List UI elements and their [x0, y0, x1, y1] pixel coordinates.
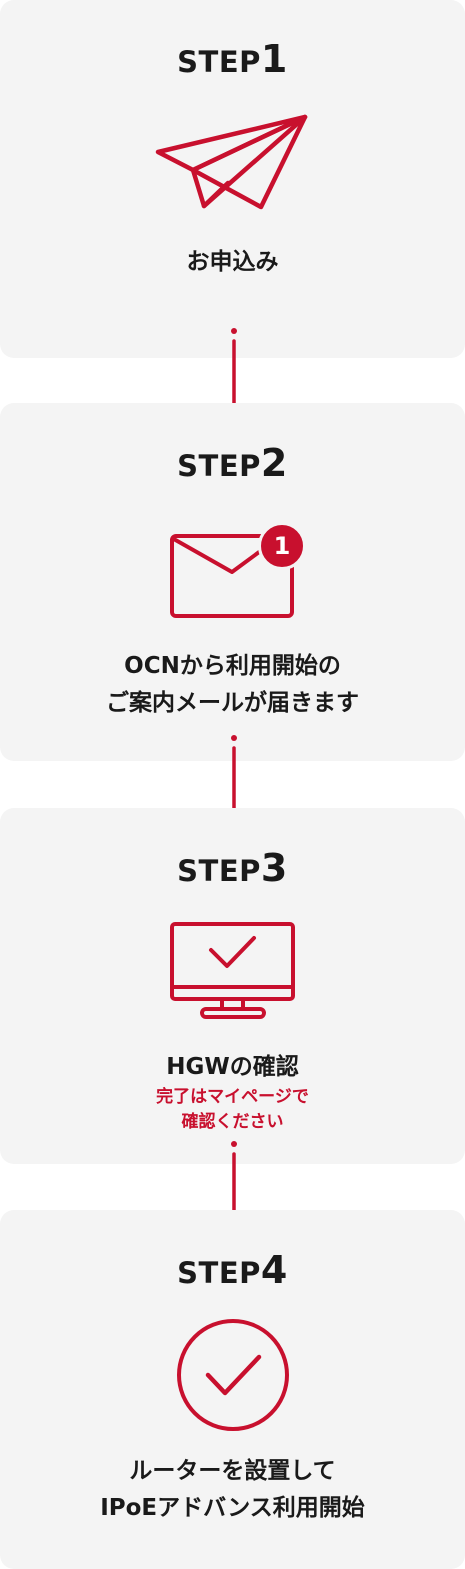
step-card-3: STEP3 HGWの確認 完了はマイページで 確認ください — [0, 808, 465, 1164]
paper-plane-icon — [155, 114, 308, 210]
envelope-icon — [170, 534, 294, 618]
step-heading-2: STEP2 — [177, 441, 288, 485]
notification-badge: 1 — [258, 522, 306, 570]
step-label-4: ルーターを設置して IPoEアドバンス利用開始 — [100, 1458, 365, 1521]
step-label-1: お申込み — [186, 249, 279, 275]
monitor-check-icon — [170, 922, 295, 1019]
step-heading-1: STEP1 — [177, 37, 288, 81]
step-card-2: STEP2 1 OCNから利用開始の ご案内メールが届きます — [0, 403, 465, 761]
step-heading-3: STEP3 — [177, 846, 288, 890]
step-label-2: OCNから利用開始の ご案内メールが届きます — [106, 653, 359, 716]
step-label-3: HGWの確認 — [166, 1054, 299, 1080]
step-card-1: STEP1 お申込み — [0, 0, 465, 358]
step-card-4: STEP4 ルーターを設置して IPoEアドバンス利用開始 — [0, 1210, 465, 1569]
circle-check-icon — [177, 1319, 289, 1431]
step-note-3: 完了はマイページで 確認ください — [156, 1087, 309, 1132]
step-heading-4: STEP4 — [177, 1248, 288, 1292]
